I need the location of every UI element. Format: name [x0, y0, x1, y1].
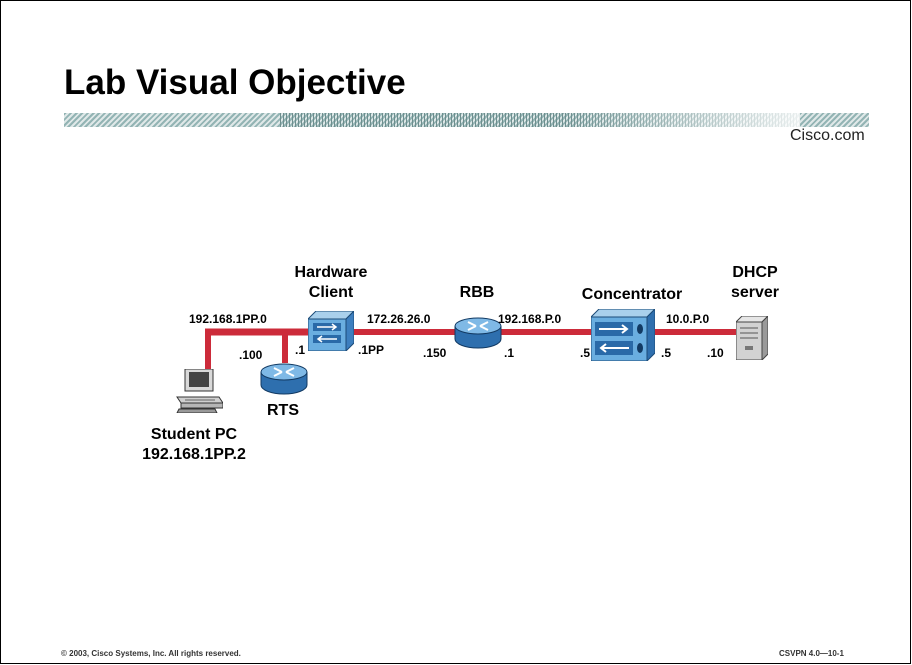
- rbb-net-label: 192.168.P.0: [498, 312, 562, 326]
- hardware-client-label: Hardware Client: [294, 264, 368, 301]
- router-icon: [260, 363, 308, 395]
- rbb-label: RBB: [459, 284, 495, 301]
- hw-client-outside-addr: .1PP: [358, 343, 385, 357]
- private-net-label: 10.0.P.0: [666, 312, 710, 326]
- dhcp-server-label: DHCP server: [730, 264, 780, 301]
- student-pc-label: Student PC 192.168.1PP.2: [142, 426, 246, 463]
- brand-label: Cisco.com: [790, 127, 865, 144]
- public-net-label: 172.26.26.0: [367, 312, 431, 326]
- page-title: Lab Visual Objective: [64, 63, 406, 102]
- server-icon: [736, 316, 768, 360]
- rts-label: RTS: [267, 402, 299, 419]
- dhcp-addr: .10: [707, 346, 724, 360]
- router-icon: [454, 317, 502, 349]
- hw-client-inside-addr: .1: [295, 343, 306, 357]
- title-bar-ticks: [280, 113, 800, 127]
- vpn-client-icon: [308, 311, 354, 351]
- title-underline-bar: [64, 113, 869, 127]
- concentrator-private-addr: .5: [661, 346, 672, 360]
- rbb-left-addr: .150: [423, 346, 447, 360]
- copyright-footer: © 2003, Cisco Systems, Inc. All rights r…: [61, 649, 241, 658]
- concentrator-public-addr: .5: [580, 346, 591, 360]
- pc-icon: [176, 369, 223, 413]
- student-net-label: 192.168.1PP.0: [189, 312, 267, 326]
- rts-addr-label: .100: [239, 348, 263, 362]
- rbb-right-addr: .1: [504, 346, 515, 360]
- vpn-concentrator-icon: [591, 309, 655, 361]
- course-footer: CSVPN 4.0—10-1: [779, 649, 844, 658]
- concentrator-label: Concentrator: [581, 286, 683, 303]
